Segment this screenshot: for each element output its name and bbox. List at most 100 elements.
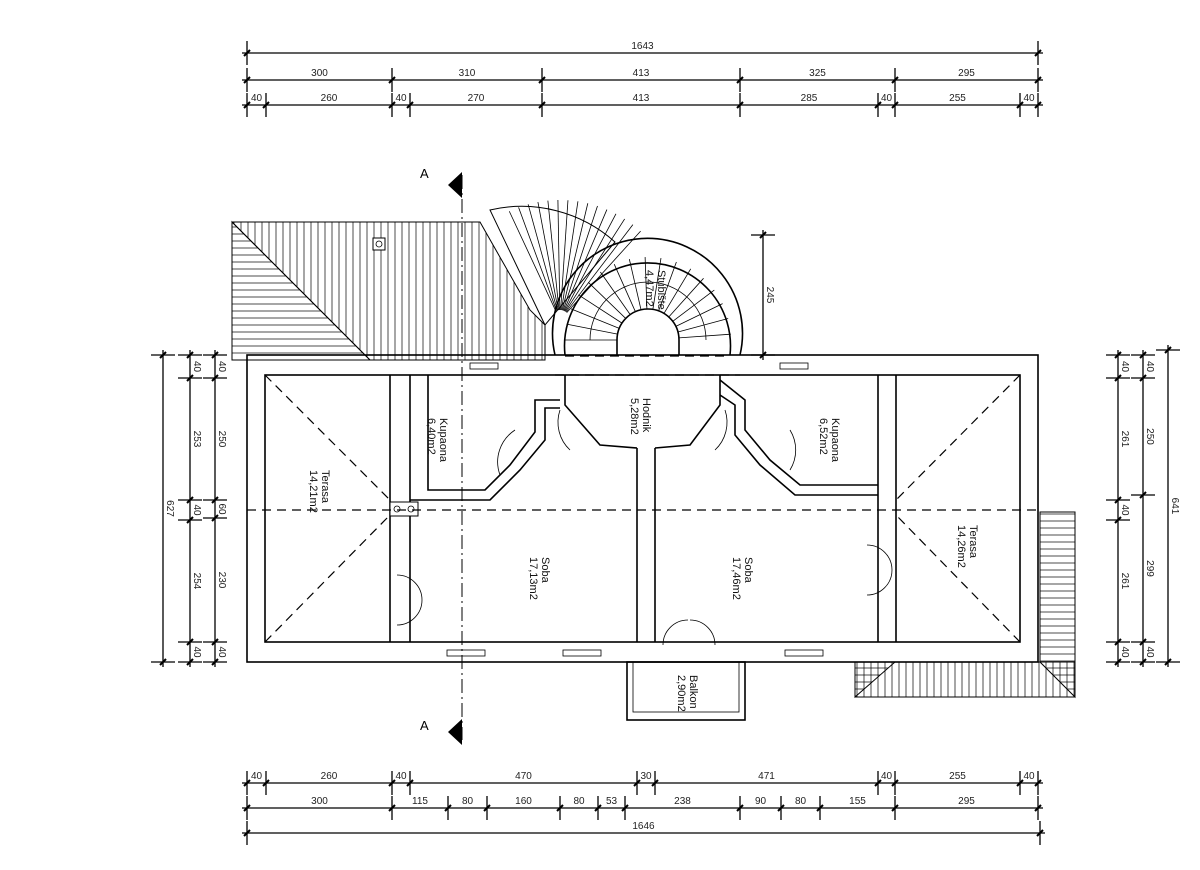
dim-bottom-row2-label: 80 — [573, 796, 585, 807]
dim-right-inner-label: 299 — [1144, 560, 1155, 577]
dim-top-row3-label: 255 — [949, 93, 966, 104]
dim-top-row3-label: 40 — [251, 93, 263, 104]
dim-left-outer-label: 253 — [191, 431, 202, 448]
fan-line — [508, 211, 557, 312]
fan-line — [561, 203, 589, 311]
terrace-slopes — [247, 374, 1038, 643]
dim-bottom-row1-label: 255 — [949, 771, 966, 782]
room-label-terrace-left: Terasa14,21m2 — [307, 470, 331, 513]
dim-top-row2-label: 300 — [311, 68, 328, 79]
fan-line — [562, 205, 598, 311]
doors — [396, 409, 893, 646]
room-label-terrace-right: Terasa14,26m2 — [955, 525, 979, 568]
dim-top-row3-label: 285 — [801, 93, 818, 104]
stair-step — [677, 318, 729, 333]
dim-bottom-row2-label: 155 — [849, 796, 866, 807]
room-label-room-right: Soba17,46m2 — [730, 557, 754, 600]
dim-left-inner-label: 40 — [216, 646, 227, 658]
dim-bottom-row1-label: 471 — [758, 771, 775, 782]
fan-line — [557, 200, 561, 311]
dim-top-row2-label: 413 — [633, 68, 650, 79]
fan-line — [527, 204, 558, 311]
stair-step — [644, 257, 648, 310]
dim-bottom-row2-label: 300 — [311, 796, 328, 807]
dim-bottom-row1-label: 40 — [251, 771, 263, 782]
dim-left-inner-label: 40 — [216, 361, 227, 373]
dim-right-outer-label: 40 — [1119, 361, 1130, 373]
roof-left — [231, 220, 546, 361]
dim-left-outer-label: 40 — [191, 646, 202, 658]
dim-bottom-row1-label: 30 — [640, 771, 652, 782]
dim-bottom-row2-label: 160 — [515, 796, 532, 807]
dim-top-row3-label: 40 — [881, 93, 893, 104]
room-label-bathroom-left: Kupaona6,40m2 — [425, 418, 449, 463]
section-label-bottom: A — [420, 718, 429, 733]
section-line-a: A A — [420, 166, 463, 745]
dim-right-outer-label: 40 — [1119, 504, 1130, 516]
spiral-staircase — [551, 237, 744, 376]
dim-left-inner-label: 230 — [216, 572, 227, 589]
stair-fan-outside — [489, 200, 641, 326]
dim-top-row3-label: 40 — [1023, 93, 1035, 104]
dim-bottom-row1-label: 40 — [1023, 771, 1035, 782]
dim-bottom-row1-label: 260 — [321, 771, 338, 782]
room-label-hallway: Hodnik5,28m2 — [628, 398, 652, 435]
dim-top-row3-label: 40 — [395, 93, 407, 104]
stair-step — [600, 271, 631, 315]
dim-bottom-row2-label: 53 — [606, 796, 618, 807]
stair-step — [663, 268, 692, 314]
dim-bottom-row1-label: 40 — [395, 771, 407, 782]
dim-bottom-row1-label: 470 — [515, 771, 532, 782]
dim-right-inner-label: 250 — [1144, 428, 1155, 445]
dim-right-outer-label: 40 — [1119, 646, 1130, 658]
chimney-icon — [372, 237, 386, 251]
dim-bottom-row2-label: 115 — [412, 796, 428, 807]
room-labels: Stubište4,47m2 Hodnik5,28m2 Kupaona6,40m… — [307, 270, 979, 712]
dim-left-outer-label: 40 — [191, 361, 202, 373]
section-label-top: A — [420, 166, 429, 181]
dim-right-outer-label: 261 — [1119, 431, 1130, 448]
dim-top-row2-label: 310 — [459, 68, 476, 79]
room-label-room-left: Soba17,13m2 — [527, 557, 551, 600]
fan-line — [565, 224, 634, 313]
dim-left-outer-label: 40 — [191, 504, 202, 516]
fan-line — [537, 201, 559, 311]
stair-step — [588, 282, 626, 319]
dim-right-total-label: 641 — [1169, 498, 1180, 515]
dim-bottom-total-label: 1646 — [632, 821, 655, 832]
dim-top-row2-label: 295 — [958, 68, 975, 79]
stair-step — [672, 289, 715, 322]
dim-left-inner-label: 60 — [216, 503, 227, 515]
dim-right-outer-label: 261 — [1119, 573, 1130, 590]
dim-left-total-label: 627 — [164, 500, 175, 517]
room-label-bathroom-right: Kupaona6,52m2 — [817, 418, 841, 463]
stair-step — [628, 259, 642, 310]
dim-right-inner-label: 40 — [1144, 361, 1155, 373]
dim-bottom-row2-label: 90 — [755, 796, 767, 807]
dim-top-row3-label: 413 — [633, 93, 650, 104]
dim-stair-height-label: 245 — [764, 287, 775, 304]
stair-step — [652, 257, 662, 310]
dim-top-total-label: 1643 — [631, 41, 654, 52]
stair-step — [678, 333, 731, 339]
roof-right — [854, 511, 1076, 699]
fan-line — [563, 209, 608, 311]
dim-bottom-row2-label: 238 — [674, 796, 691, 807]
dim-top-row3-label: 260 — [321, 93, 338, 104]
dim-bottom-row2-label: 295 — [958, 796, 975, 807]
room-label-balcony: Balkon2,90m2 — [675, 675, 699, 712]
fan-line — [518, 207, 557, 311]
stair-step — [613, 264, 636, 312]
walls — [246, 354, 1039, 721]
stair-step — [566, 323, 618, 335]
stair-step — [570, 308, 620, 329]
room-label-stairs: Stubište4,47m2 — [643, 270, 667, 310]
dim-bottom-row2-label: 80 — [795, 796, 807, 807]
stair-step — [578, 294, 623, 324]
stair-step — [675, 303, 723, 327]
fan-line — [565, 218, 625, 312]
dim-left-outer-label: 254 — [191, 573, 202, 590]
fan-line — [564, 213, 617, 312]
dim-top-row3-label: 270 — [468, 93, 485, 104]
